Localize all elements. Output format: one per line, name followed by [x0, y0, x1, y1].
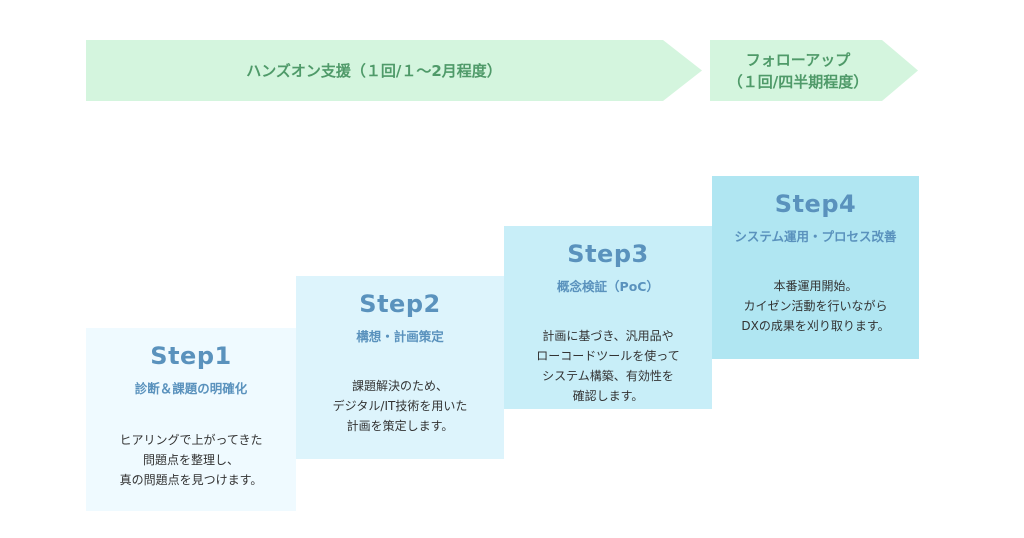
- step-1-line: 真の問題点を見つけます。: [119, 473, 263, 487]
- step-2-subtitle: 構想・計画策定: [356, 329, 444, 344]
- step-2-title: Step2: [359, 290, 441, 318]
- step-2-line: 計画を策定します。: [346, 419, 454, 433]
- step-2-box: Step2 構想・計画策定 課題解決のため、 デジタル/IT技術を用いた 計画を…: [296, 276, 504, 459]
- step-3-subtitle: 概念検証（PoC）: [557, 279, 659, 294]
- step-1-title: Step1: [150, 342, 232, 370]
- step-1-line: ヒアリングで上がってきた: [119, 433, 263, 447]
- step-2-line: 課題解決のため、: [351, 379, 448, 393]
- step-4-description: 本番運用開始。 カイゼン活動を行いながら DXの成果を刈り取ります。: [712, 276, 919, 336]
- hands-on-support-label: ハンズオン支援（１回/１～2月程度）: [246, 62, 502, 80]
- step-1-description: ヒアリングで上がってきた 問題点を整理し、 真の問題点を見つけます。: [86, 430, 296, 490]
- follow-up-label: フォローアップ: [745, 50, 851, 69]
- step-3-line: システム構築、有効性を: [542, 369, 674, 383]
- step-4-line: 本番運用開始。: [773, 279, 858, 293]
- follow-up-frequency: （１回/四半期程度）: [727, 72, 869, 91]
- step-3-line: 確認します。: [572, 389, 644, 403]
- hands-on-support-arrow: ハンズオン支援（１回/１～2月程度）: [86, 40, 702, 101]
- step-3-box: Step3 概念検証（PoC） 計画に基づき、汎用品や ローコードツールを使って…: [504, 226, 712, 409]
- step-4-box: Step4 システム運用・プロセス改善 本番運用開始。 カイゼン活動を行いながら…: [712, 176, 919, 359]
- follow-up-arrow: フォローアップ （１回/四半期程度）: [710, 40, 918, 101]
- step-1-box: Step1 診断＆課題の明確化 ヒアリングで上がってきた 問題点を整理し、 真の…: [86, 328, 296, 511]
- step-3-line: 計画に基づき、汎用品や: [542, 329, 674, 343]
- step-1-subtitle: 診断＆課題の明確化: [134, 381, 248, 396]
- step-2-description: 課題解決のため、 デジタル/IT技術を用いた 計画を策定します。: [296, 376, 504, 436]
- step-4-line: カイゼン活動を行いながら: [743, 299, 888, 313]
- step-4-subtitle: システム運用・プロセス改善: [734, 229, 897, 244]
- step-2-line: デジタル/IT技術を用いた: [332, 399, 468, 413]
- step-3-line: ローコードツールを使って: [536, 349, 680, 363]
- step-4-line: DXの成果を刈り取ります。: [741, 319, 890, 333]
- step-3-title: Step3: [567, 240, 649, 268]
- step-3-description: 計画に基づき、汎用品や ローコードツールを使って システム構築、有効性を 確認し…: [504, 326, 712, 406]
- step-4-title: Step4: [774, 190, 857, 218]
- step-1-line: 問題点を整理し、: [142, 453, 239, 467]
